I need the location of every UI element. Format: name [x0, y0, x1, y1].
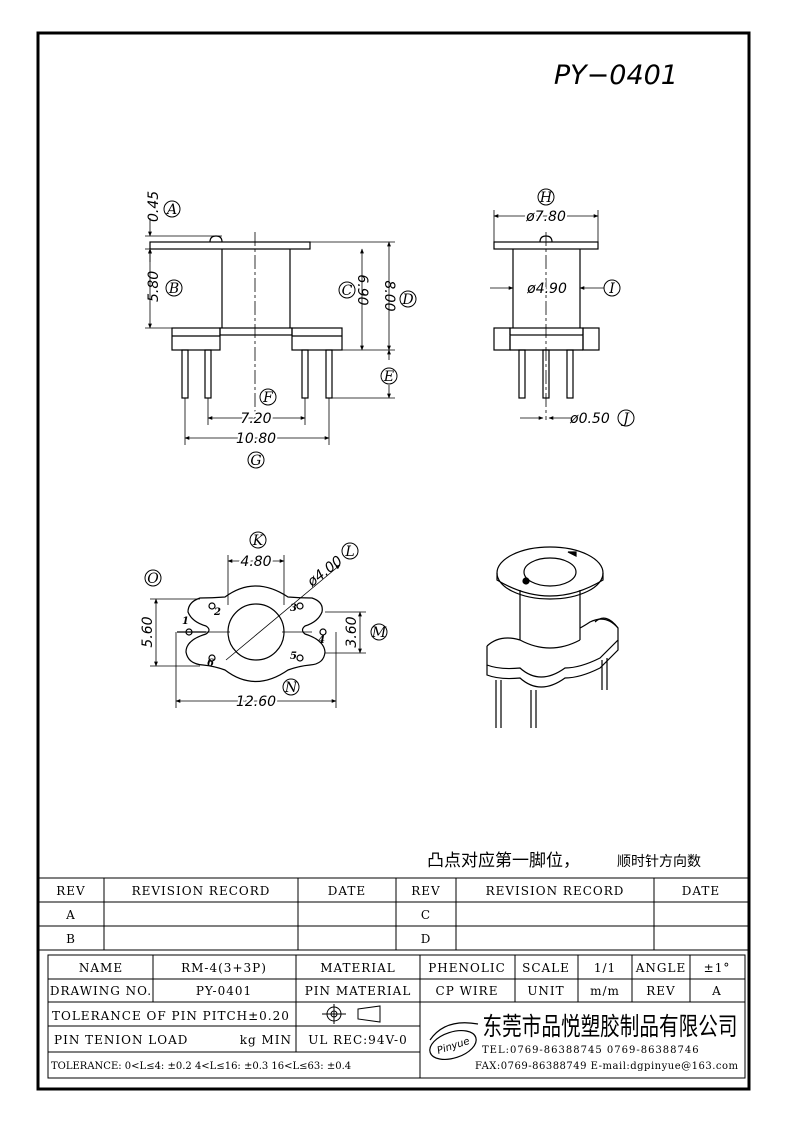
- front-view-dimensions: [145, 218, 395, 445]
- angle-label: ANGLE: [635, 961, 686, 975]
- name-value: RM-4(3+3P): [181, 961, 267, 975]
- dim-050: ø0.50: [569, 411, 610, 427]
- projection-symbol-icon: [322, 1004, 381, 1024]
- title-block: [47, 954, 746, 1079]
- scale-label: SCALE: [522, 961, 570, 975]
- pin-4: 4: [318, 635, 325, 646]
- dim-560: 5.60: [140, 616, 156, 647]
- dim-480: 4.80: [240, 554, 271, 570]
- dim-400: ø4.00: [304, 553, 346, 591]
- pin-1: 1: [182, 616, 189, 627]
- scale-value: 1/1: [594, 961, 616, 975]
- company-fax: FAX:0769-86388749 E-mail:dgpinyue@163.co…: [475, 1061, 738, 1072]
- label-a: A: [165, 202, 177, 218]
- side-labels: [537, 188, 635, 427]
- bottom-labels: [144, 531, 388, 696]
- material-label: MATERIAL: [320, 961, 395, 975]
- front-labels: [163, 200, 417, 469]
- material-value: PHENOLIC: [428, 961, 506, 975]
- unit-label: UNIT: [527, 984, 564, 998]
- company-tel: TEL:0769-86388745 0769-86388746: [482, 1045, 700, 1056]
- rev-header-record: REVISION RECORD: [132, 884, 271, 898]
- label-d: D: [401, 292, 413, 308]
- label-b: B: [168, 281, 179, 297]
- rev-header-rev2: REV: [411, 884, 440, 898]
- company-name: 东莞市品悦塑胶制品有限公司: [483, 1012, 738, 1041]
- note-small: 顺时针方向数: [617, 854, 701, 870]
- pin-material-label: PIN MATERIAL: [305, 984, 412, 998]
- rev-row-d: D: [421, 932, 432, 946]
- dim-1260: 12.60: [236, 694, 276, 710]
- label-i: I: [608, 281, 615, 297]
- name-label: NAME: [79, 961, 123, 975]
- label-n: N: [284, 680, 298, 696]
- ul-rating: UL REC:94V-0: [308, 1033, 407, 1047]
- label-o: O: [147, 571, 159, 587]
- bottom-view: [177, 585, 327, 682]
- label-m: M: [371, 625, 387, 641]
- label-k: K: [252, 533, 265, 549]
- isometric-view: [486, 546, 619, 728]
- drawing-no-label: DRAWING NO.: [50, 984, 152, 998]
- pin-5: 5: [290, 651, 297, 662]
- bottom-view-dimensions: [150, 555, 366, 708]
- side-view: [493, 232, 600, 420]
- label-g: G: [250, 453, 261, 469]
- label-c: C: [342, 283, 353, 299]
- pin-tension-unit: kg MIN: [240, 1033, 292, 1047]
- label-e: E: [383, 369, 394, 385]
- rev-row-a: A: [65, 908, 76, 922]
- tolerance-pin-pitch: TOLERANCE OF PIN PITCH±0.20: [52, 1009, 290, 1023]
- pin-material-value: CP WIRE: [436, 984, 499, 998]
- unit-value: m/m: [590, 984, 620, 998]
- dim-780: ø7.80: [525, 209, 566, 225]
- pin-6: 6: [207, 658, 214, 669]
- drawing-no-value: PY-0401: [196, 984, 252, 998]
- pin-tension-label: PIN TENION LOAD: [54, 1033, 188, 1047]
- side-view-dimensions: [490, 210, 604, 420]
- dim-720: 7.20: [240, 411, 271, 427]
- angle-value: ±1°: [704, 961, 731, 975]
- front-view: [149, 232, 343, 420]
- pin-3: 3: [290, 603, 297, 614]
- rev-header-record2: REVISION RECORD: [486, 884, 625, 898]
- tolerance-note: TOLERANCE: 0<L≤4: ±0.2 4<L≤16: ±0.3 16<L…: [51, 1061, 351, 1072]
- dim-045: 0.45: [146, 191, 162, 222]
- company-logo: Pinyue: [429, 1022, 479, 1061]
- label-h: H: [539, 190, 553, 206]
- rev-header-date: DATE: [328, 884, 366, 898]
- label-l: L: [344, 544, 354, 560]
- dim-690: 6.90: [354, 274, 370, 305]
- dim-1080: 10.80: [236, 431, 276, 447]
- dim-360: 3.60: [344, 616, 360, 647]
- part-number: PY−0401: [554, 60, 678, 91]
- note-main: 凸点对应第一脚位，: [427, 851, 580, 871]
- rev-row-b: B: [66, 932, 76, 946]
- dim-490: ø4.90: [526, 281, 567, 297]
- rev-header-date2: DATE: [682, 884, 720, 898]
- rev-header-rev: REV: [56, 884, 85, 898]
- label-j: J: [620, 411, 630, 427]
- pin-2: 2: [213, 607, 221, 618]
- label-f: F: [262, 390, 274, 406]
- revision-table: [37, 877, 750, 951]
- rev-label: REV: [646, 984, 675, 998]
- rev-row-c: C: [421, 908, 431, 922]
- sheet-border: [36, 31, 751, 1091]
- dim-580: 5.80: [146, 271, 162, 302]
- rev-value: A: [711, 984, 722, 998]
- dim-800: 8.00: [381, 280, 397, 311]
